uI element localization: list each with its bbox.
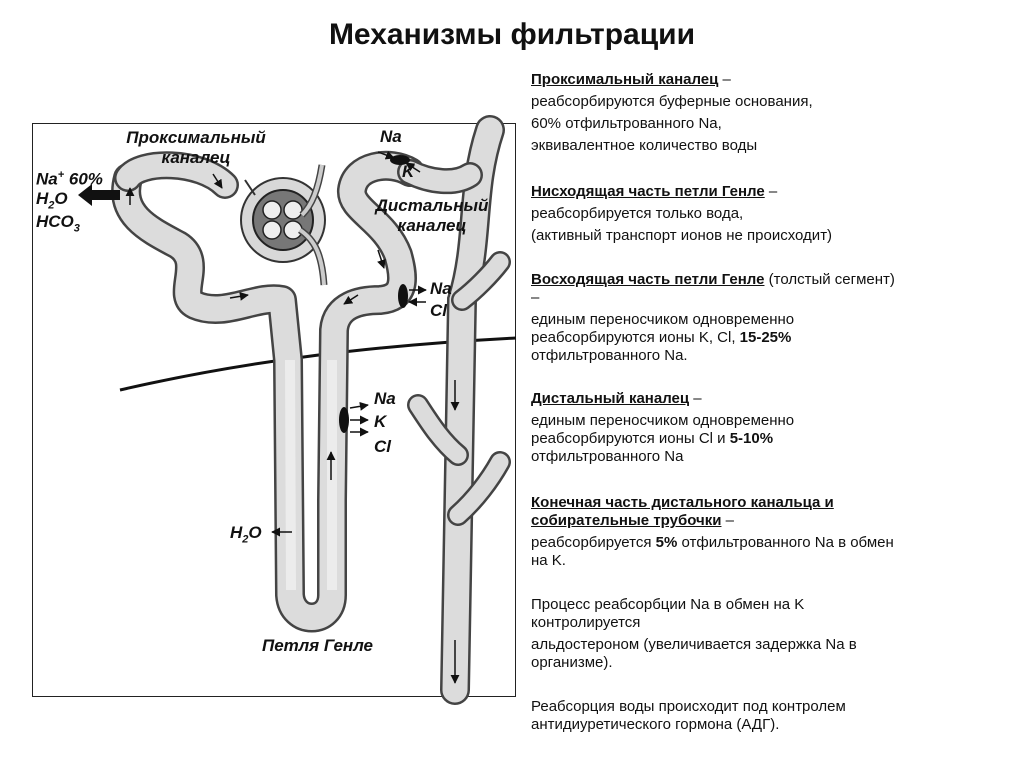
dash: – [721,512,734,529]
note-line: отфильтрованного Na. [531,347,688,364]
note-percent: 15-25% [739,329,792,346]
reabsorption-big-arrow [78,184,120,206]
note-aldosterone: Процесс реабсорбции Na в обмен на K конт… [531,596,1001,672]
note-line: единым переносчиком одновременно [531,412,795,429]
collecting-duct [397,115,511,705]
note-line: отфильтрованного Na [531,448,684,465]
note-line: контролируется [531,614,641,631]
proximal-tubule-label: Проксимальный каналец [108,128,284,168]
channel-low [339,407,349,433]
hco3-label: HCO3 [36,212,80,235]
note-collecting: Конечная часть дистального канальца и со… [531,494,1001,570]
note-line: Процесс реабсорбции Na в обмен на K [531,596,805,613]
page-title: Механизмы фильтрации [328,18,696,51]
note-collecting-heading-2: собирательные трубочки [531,512,722,529]
note-line: (активный транспорт ионов не происходит) [531,227,833,244]
flow-arrows [125,173,460,684]
na-mid-label: Na [430,279,452,298]
note-distal: Дистальный каналец – единым переносчиком… [531,390,1001,466]
h2o-label: H2O [36,189,68,212]
k-low-label: K [374,412,387,431]
k-top-label: K [402,162,415,181]
na-low-label: Na [374,389,396,408]
note-descending-heading: Нисходящая часть петли Генле [531,183,765,200]
cl-mid-label: Cl [430,301,447,320]
note-percent: 5-10% [729,430,774,447]
note-collecting-heading: Конечная часть дистального канальца и [531,494,834,511]
na-60-label: Na+ 60% [36,169,103,189]
nephron-tubule [111,150,425,633]
distal-label-line2: каналец [397,216,467,235]
note-line: эквивалентное количество воды [531,137,758,154]
note-line: отфильтрованного Na в обмен [677,534,894,551]
note-line: единым переносчиком одновременно [531,311,795,328]
distal-tubule-label: Дистальный каналец [364,196,500,236]
note-ascending-sub: (толстый сегмент) [764,271,895,288]
channel-mid [398,284,408,308]
distal-label-line1: Дистальный [375,196,489,215]
dash: – [764,183,778,200]
channel-top [390,155,410,165]
note-line: альдостероном (увеличивается задержка Na… [531,636,857,653]
note-ascending: Восходящая часть петли Генле (толстый се… [531,271,1001,365]
proximal-label-line1: Проксимальный [126,128,266,147]
note-ascending-heading: Восходящая часть петли Генле [531,271,765,288]
note-distal-heading: Дистальный каналец [531,390,690,407]
loop-of-henle-label: Петля Генле [262,636,373,655]
transport-arrows [271,150,427,537]
dash: – [531,289,540,306]
dash: – [718,71,731,88]
note-adh: Реабсорция воды происходит под контролем… [531,698,1001,734]
note-line: реабсорбируются ионы Cl и [531,430,730,447]
note-line: организме). [531,654,613,671]
note-line: 60% отфильтрованного Na, [531,115,722,132]
note-line: реабсорбируются буферные основания, [531,93,813,110]
note-proximal: Проксимальный каналец – реабсорбируются … [531,71,1001,155]
h2o-loop-label: H2O [230,523,262,546]
glomerulus [240,164,328,286]
note-percent: 5% [655,534,678,551]
note-line: на K. [531,552,566,569]
proximal-label-line2: каналец [161,148,231,167]
cl-low-label: Cl [374,437,391,456]
na-top-label: Na [380,127,402,146]
note-line: реабсорбируется [531,534,656,551]
note-line: реабсорбируются ионы K, Cl, [531,329,740,346]
note-line: реабсорбируется только вода, [531,205,744,222]
note-line: Реабсорция воды происходит под контролем [531,698,846,715]
note-line: антидиуретического гормона (АДГ). [531,716,780,733]
note-descending: Нисходящая часть петли Генле – реабсорби… [531,183,1001,245]
dash: – [689,390,702,407]
note-proximal-heading: Проксимальный каналец [531,71,719,88]
